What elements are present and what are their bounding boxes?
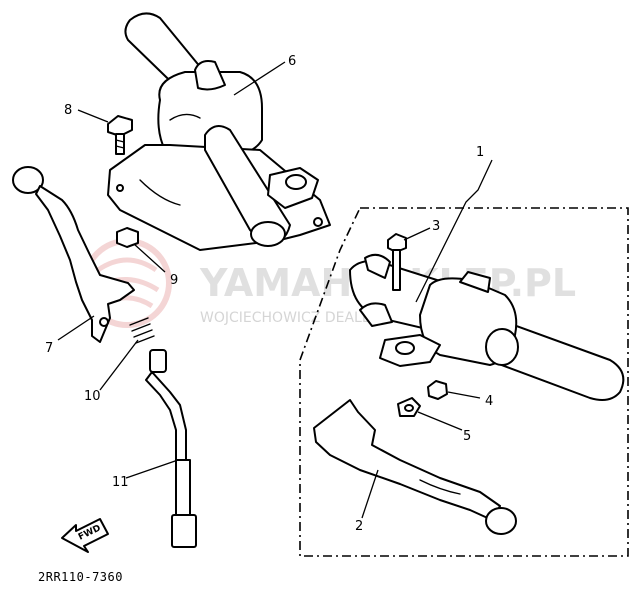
part-2-lever	[313, 399, 517, 535]
part-10-spring	[129, 317, 155, 344]
leader-lines	[57, 61, 493, 519]
callout-2: 2	[355, 519, 363, 534]
callout-10: 10	[84, 389, 101, 404]
part-3-bolt	[387, 233, 407, 291]
callout-8: 8	[64, 103, 72, 118]
callout-1: 1	[476, 145, 484, 160]
callout-7: 7	[45, 341, 53, 356]
callout-6: 6	[288, 54, 296, 69]
part-7-lever	[12, 166, 135, 343]
callout-5: 5	[463, 429, 471, 444]
callout-9: 9	[170, 273, 178, 288]
callout-11: 11	[112, 475, 129, 490]
fwd-arrow: FWD	[61, 518, 109, 553]
assembly-box	[299, 207, 629, 557]
part-6-housing	[107, 12, 331, 251]
callout-labels: 1 2 3 4 5 6 7 8 9 10 11	[45, 54, 493, 534]
part-8-bolt	[107, 115, 133, 155]
diagram-code: 2RR110-7360	[38, 570, 123, 584]
part-11-switch	[145, 349, 197, 548]
callout-4: 4	[485, 394, 493, 409]
part-1-master-cylinder	[349, 253, 625, 401]
callout-3: 3	[432, 219, 440, 234]
part-5-washer	[397, 397, 421, 417]
part-4-nut	[427, 380, 448, 400]
part-9-nut	[116, 227, 139, 248]
